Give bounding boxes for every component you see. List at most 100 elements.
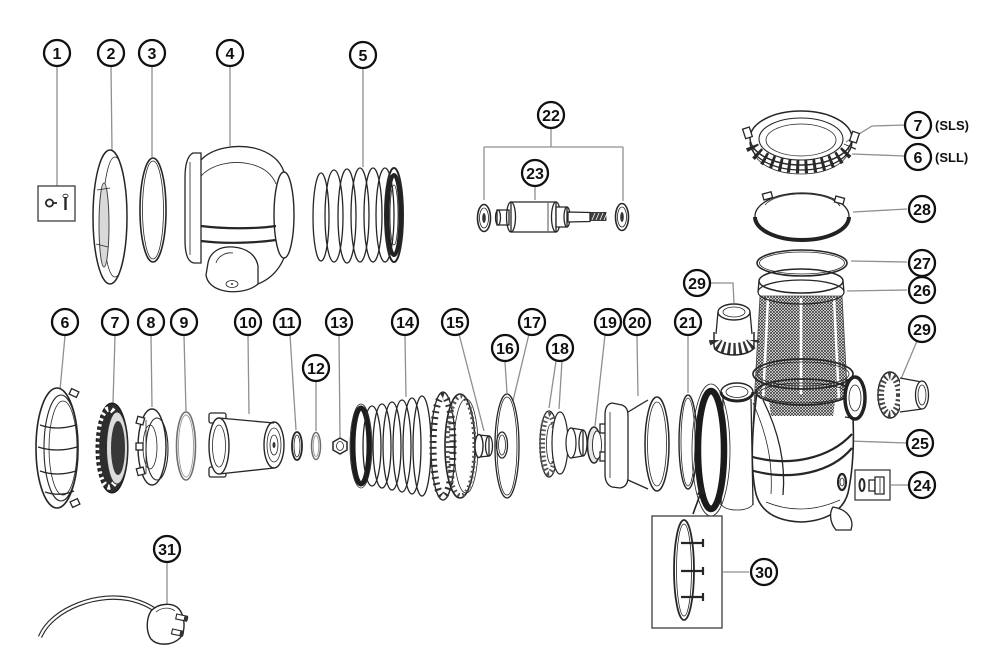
part-23-rotor-shaft <box>494 201 608 233</box>
svg-text:24: 24 <box>913 478 931 495</box>
callout-11: 11 <box>272 307 302 337</box>
part-28-tank-lid <box>753 191 851 242</box>
svg-text:9: 9 <box>180 315 189 332</box>
part-18-mechanical-seal <box>539 410 588 478</box>
part-29-hose-adapter-right <box>877 371 930 419</box>
callout-1: 1 <box>42 38 72 68</box>
callout-16: 16 <box>490 333 520 363</box>
gasket-screws <box>681 539 705 601</box>
svg-text:12: 12 <box>307 361 325 378</box>
svg-text:26: 26 <box>913 283 931 300</box>
callout-13: 13 <box>324 307 354 337</box>
part-22-bearing-left <box>476 203 492 233</box>
svg-text:31: 31 <box>158 542 176 559</box>
sls-annotation: (SLS) <box>935 118 969 133</box>
svg-text:29: 29 <box>688 276 706 293</box>
part-7-threaded-ring <box>93 402 129 494</box>
callout-18: 18 <box>545 333 575 363</box>
svg-text:17: 17 <box>523 315 541 332</box>
callout-12: 12 <box>301 353 331 383</box>
svg-text:20: 20 <box>628 315 646 332</box>
top-inlet-port <box>719 382 755 403</box>
svg-text:11: 11 <box>279 315 296 332</box>
callout-29-left: 29 <box>682 268 712 298</box>
svg-text:7: 7 <box>914 118 923 135</box>
part-6-7-tank-lock-ring <box>741 110 861 175</box>
svg-text:14: 14 <box>396 315 414 332</box>
callout-6-sll: 6 (SLL) <box>903 142 968 172</box>
callout-2: 2 <box>96 38 126 68</box>
part-31-power-cord <box>37 595 189 645</box>
part-14-impeller <box>349 391 479 501</box>
part-19-seal-seat <box>586 426 602 464</box>
callout-28: 28 <box>907 194 937 224</box>
part-2-seal-plate <box>92 149 128 285</box>
callout-6b: 6 <box>50 307 80 337</box>
callout-21: 21 <box>673 307 703 337</box>
part-1-screw-kit <box>37 185 76 222</box>
callout-27: 27 <box>907 248 937 278</box>
callout-15: 15 <box>440 307 470 337</box>
sll-annotation: (SLL) <box>935 150 968 165</box>
svg-text:29: 29 <box>913 322 931 339</box>
callouts: 1 2 3 4 5 22 23 7 (SLS) 6 (SLL) 28 27 26… <box>42 38 969 587</box>
svg-text:3: 3 <box>148 46 157 63</box>
callout-10: 10 <box>233 307 263 337</box>
svg-text:7: 7 <box>111 315 120 332</box>
svg-text:6: 6 <box>914 150 923 167</box>
part-30-gasket-kit <box>651 485 723 629</box>
part-16-wear-plate-disc <box>494 393 520 499</box>
callout-20: 20 <box>622 307 652 337</box>
suction-neck <box>691 382 755 517</box>
callout-25: 25 <box>905 428 935 458</box>
callout-7b: 7 <box>100 307 130 337</box>
callout-8: 8 <box>136 307 166 337</box>
part-4-pump-bracket-housing <box>184 145 295 293</box>
part-27-lid-oring <box>756 249 848 277</box>
callout-24: 24 <box>907 470 937 500</box>
part-29-hose-adapter-left <box>709 303 759 356</box>
svg-text:6: 6 <box>61 315 70 332</box>
callout-22: 22 <box>536 100 566 130</box>
callout-9: 9 <box>169 307 199 337</box>
svg-text:13: 13 <box>330 315 348 332</box>
callout-4: 4 <box>215 38 245 68</box>
callout-14: 14 <box>390 307 420 337</box>
svg-text:28: 28 <box>913 202 931 219</box>
part-22-bearing-right <box>614 202 630 232</box>
svg-text:1: 1 <box>53 46 62 63</box>
svg-text:16: 16 <box>496 341 514 358</box>
part-24-drain-plug-kit <box>854 469 891 501</box>
part-17-disc-hub <box>495 431 509 459</box>
svg-text:19: 19 <box>599 315 617 332</box>
svg-text:30: 30 <box>755 565 773 582</box>
callout-31: 31 <box>152 534 182 564</box>
part-15-shaft-sleeve <box>474 433 494 459</box>
callout-19: 19 <box>593 307 623 337</box>
part-3-oring <box>139 157 167 263</box>
part-25-pump-tank-body <box>748 375 867 531</box>
callout-5: 5 <box>348 40 378 70</box>
svg-text:10: 10 <box>239 315 257 332</box>
svg-text:25: 25 <box>911 436 929 453</box>
callout-26: 26 <box>907 275 937 305</box>
svg-text:23: 23 <box>526 166 544 183</box>
callout-7-sls: 7 (SLS) <box>903 110 969 140</box>
svg-text:21: 21 <box>679 315 697 332</box>
part-12-washer <box>310 431 322 461</box>
part-21-oring <box>678 394 698 490</box>
callout-23: 23 <box>520 158 550 188</box>
part-13-impeller-nut <box>332 437 348 455</box>
callout-3: 3 <box>137 38 167 68</box>
svg-text:18: 18 <box>551 341 569 358</box>
part-5-ribbed-union <box>312 167 404 264</box>
leader-lines <box>56 66 918 609</box>
part-6-lock-ring <box>35 387 81 509</box>
part-10-strainer-housing <box>208 412 285 478</box>
svg-text:22: 22 <box>542 108 560 125</box>
part-8-seal-housing <box>135 408 169 486</box>
callout-29-right: 29 <box>907 314 937 344</box>
svg-text:4: 4 <box>226 46 235 63</box>
callout-30: 30 <box>749 557 779 587</box>
